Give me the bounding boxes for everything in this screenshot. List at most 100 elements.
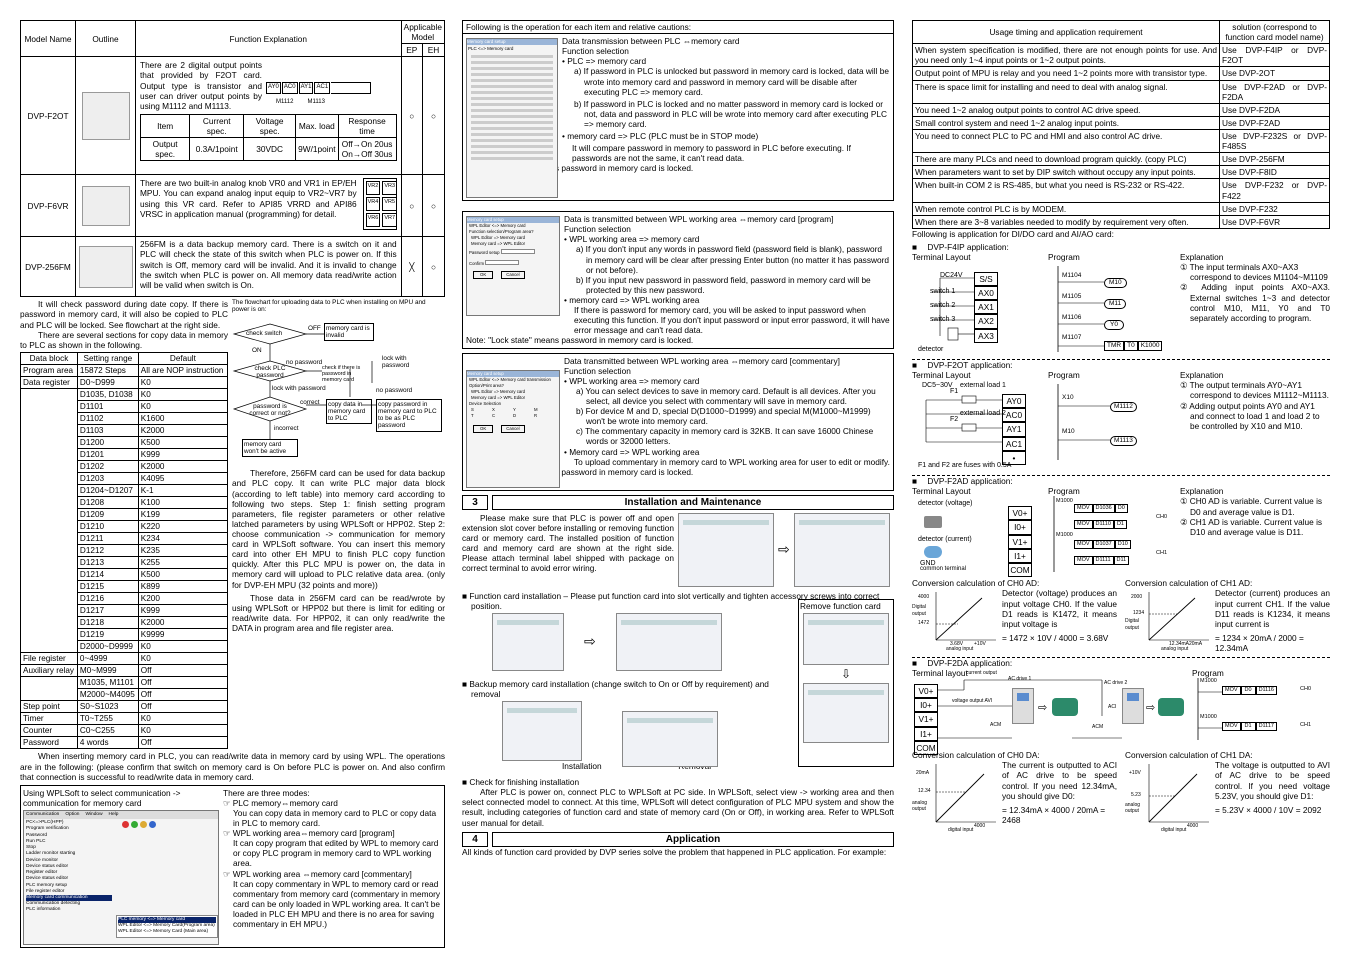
hdr-model: Model Name — [20, 20, 76, 58]
menu-item[interactable]: Run PLC — [26, 838, 46, 844]
column-1: Model Name Outline Function Explanation … — [20, 20, 445, 948]
ep-mark: ╳ — [400, 236, 423, 298]
menu-communication[interactable]: Communication — [26, 811, 60, 817]
terminal-block: AY0 AC0 AY1 AC1 • — [1002, 394, 1026, 465]
radio-card-to-wpl[interactable]: Memory card => WPL Editor — [471, 241, 526, 247]
model-name: DVP-F2OT — [20, 56, 76, 176]
menu-item[interactable]: PLC memory setup — [26, 882, 68, 888]
check-y[interactable]: Y — [513, 406, 516, 412]
data-block-table: Data block Setting range Default Program… — [20, 351, 229, 750]
menu-item[interactable]: Communication detecting — [26, 901, 81, 907]
ep-mark: ○ — [400, 174, 423, 238]
vr-diagram: VR2 VR3 VR4 VR5 VR6 VR7 — [362, 178, 398, 231]
check-d[interactable]: D — [513, 412, 517, 418]
ok-button[interactable]: OK — [473, 424, 494, 433]
model-desc: There are 2 digital output points that p… — [140, 60, 262, 111]
record-icon — [122, 820, 129, 828]
model-name: DVP-256FM — [20, 236, 76, 298]
ep-mark: ○ — [400, 56, 423, 176]
cancel-button[interactable]: Cancel — [501, 424, 525, 433]
ladder-program: Program X10 M1112 M10 M1113 — [1048, 370, 1176, 472]
menu-item[interactable]: Program verification — [26, 826, 69, 832]
menu-item[interactable]: Device monitor — [26, 857, 58, 863]
menu-item[interactable]: Password — [26, 832, 48, 838]
hdr-applicable: Applicable Model — [400, 20, 445, 45]
product-image — [75, 236, 136, 298]
section-wpl-program: Memory card setup WPL Editor <=> Memory … — [462, 211, 894, 349]
menu-item[interactable]: File register editor — [26, 888, 65, 894]
confirm-input[interactable] — [485, 260, 520, 266]
check-c[interactable]: C — [492, 412, 496, 418]
menu-window[interactable]: Window — [85, 811, 103, 817]
check-r[interactable]: R — [534, 412, 538, 418]
toolbar-icons — [122, 820, 156, 828]
radio-wpl-to-card[interactable]: WPL Editor => Memory card — [471, 388, 526, 394]
menu-help[interactable]: Help — [108, 811, 119, 817]
da-conversion: Conversion calculation of CH0 DA: 20mA 1… — [912, 750, 1330, 834]
section-wpl-commentary: Memory card setup WPL Editor <=> Memory … — [462, 352, 894, 491]
table-row: When parameters want to set by DIP switc… — [912, 165, 1330, 180]
motor-2-icon — [1158, 698, 1184, 717]
submenu-plc-memory[interactable]: PLC memory <=> Memory card — [118, 916, 216, 924]
cancel-button[interactable]: Cancel — [501, 271, 525, 280]
password-input[interactable] — [500, 249, 535, 255]
install-image — [615, 612, 722, 671]
models-table: Model Name Outline Function Explanation … — [20, 20, 445, 298]
hdr-ep: EP — [400, 43, 423, 58]
menu-item[interactable]: PLC information — [26, 907, 61, 913]
ladder-lines — [1197, 678, 1222, 741]
ac-drive-2-icon — [1122, 688, 1144, 725]
menu-item[interactable]: Device status editor — [26, 876, 69, 882]
submenu-program[interactable]: WPL Editor <=> Memory Card(Program area) — [118, 923, 215, 929]
menu-item[interactable]: Register editor — [26, 870, 58, 876]
pause-icon — [140, 820, 147, 828]
ad-ch0-graph: 4000 Digital output 1472 3.68V +10V anal… — [912, 592, 996, 653]
paragraph: Those data in 256FM card can be read/wro… — [232, 592, 445, 633]
menu-item[interactable]: PC<=>PLC(HPP) — [26, 820, 64, 826]
ok-button[interactable]: OK — [473, 271, 494, 280]
model-desc: 256FM is a data backup memory card. Ther… — [135, 236, 402, 298]
menu-item[interactable]: Memory card communication — [26, 894, 112, 902]
check-x[interactable]: X — [492, 406, 495, 412]
radio-card-to-wpl[interactable]: Memory card => WPL Editor — [471, 394, 526, 400]
section-3-header: 3 Installation and Maintenance — [462, 494, 894, 510]
install-image — [502, 700, 582, 761]
check-m[interactable]: M — [534, 406, 538, 412]
menu-item[interactable]: Stop — [26, 845, 36, 851]
dialog-wpl-commentary: Memory card setup WPL Editor <=> Memory … — [466, 369, 560, 488]
submenu-commentary[interactable]: WPL Editor <=> Memory Card (Main area) — [118, 929, 209, 935]
wiring — [932, 277, 974, 341]
menu-item[interactable]: Ladder monitor starting — [26, 851, 76, 857]
menu-item[interactable]: Device status editor — [26, 863, 69, 869]
section-plc-memory: Memory card setup PLC <=> Memory card Da… — [462, 34, 894, 202]
check-s[interactable]: S — [471, 406, 474, 412]
menu-option[interactable]: Option — [65, 811, 80, 817]
hdr-func: Function Explanation — [135, 20, 402, 58]
radio-wpl-to-card[interactable]: WPL Editor => Memory card — [471, 235, 526, 241]
f4ip-application: Terminal Layout S/S AX0 AX1 AX2 AX3 DC24… — [912, 252, 1330, 356]
check-t[interactable]: T — [471, 412, 474, 418]
intro: Following is the operation for each item… — [462, 20, 894, 35]
wiring — [925, 395, 1002, 443]
table-row: Output point of MPU is relay and you nee… — [912, 66, 1330, 81]
da-ch0-graph: 20mA 12.34 analog output 4000 digital in… — [912, 764, 996, 834]
product-image — [75, 56, 136, 176]
